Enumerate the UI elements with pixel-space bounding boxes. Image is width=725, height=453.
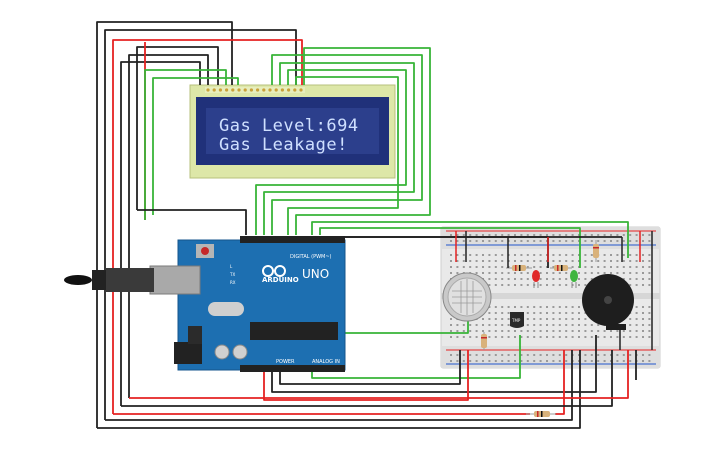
lcd-header-pins <box>205 87 305 93</box>
lcd-line-2: Gas Leakage! <box>219 135 348 155</box>
resistor-green-led <box>550 265 572 271</box>
green-led <box>570 270 578 288</box>
red-led <box>532 270 540 288</box>
tmp-sensor-label: TMP <box>511 318 521 323</box>
lcd-line-1: Gas Level:694 <box>219 116 359 136</box>
arduino-uno-board: ARDUINO UNO DIGITAL (PWM~) POWER ANALOG … <box>64 236 346 372</box>
gas-sensor <box>442 272 492 322</box>
arduino-logo-text: ARDUINO <box>262 276 299 284</box>
buzzer <box>582 274 634 330</box>
power-pins-label: POWER <box>276 359 295 365</box>
resistor-sensor <box>481 332 487 350</box>
tx-label: TX <box>229 272 235 277</box>
wires <box>96 21 637 429</box>
arduino-model-text: UNO <box>302 267 329 281</box>
rx-label: RX <box>230 280 236 285</box>
resistor-bottom <box>526 411 556 417</box>
resistor-buzzer <box>593 240 599 262</box>
resistor-red-led <box>506 265 532 271</box>
digital-pins-label: DIGITAL (PWM~) <box>290 254 332 260</box>
lcd-display: Gas Level:694 Gas Leakage! <box>189 84 396 179</box>
tmp-sensor: TMP <box>510 312 524 328</box>
breadboard <box>440 226 661 369</box>
breadboard-jumpers <box>455 231 653 350</box>
analog-pins-label: ANALOG IN <box>312 359 340 365</box>
arduino-infinity-logo <box>262 265 286 277</box>
l-led-label: L <box>230 264 233 269</box>
